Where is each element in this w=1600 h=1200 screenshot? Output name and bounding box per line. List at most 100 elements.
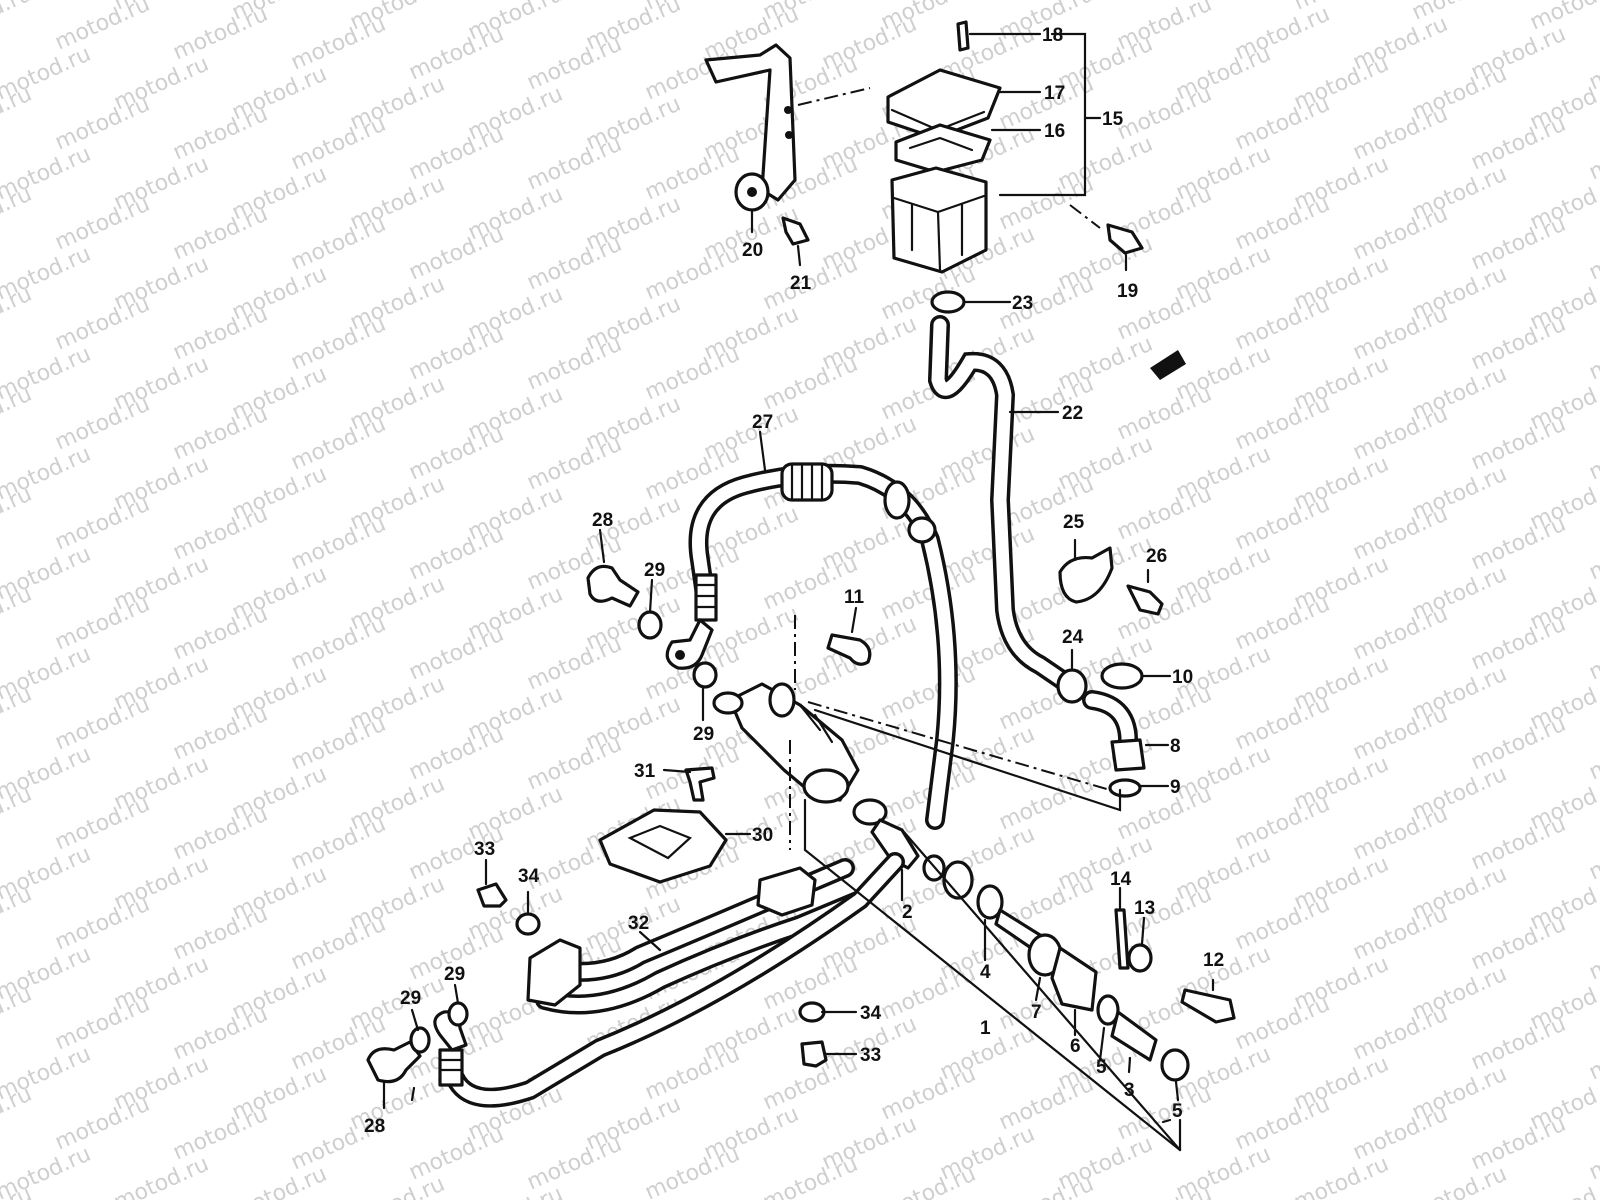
nut-34-a (515, 912, 541, 936)
callout-4: 4 (980, 962, 991, 983)
diaphragm-plate-16 (894, 123, 992, 174)
callout-34a: 34 (518, 866, 540, 887)
watermark-text: motod.ru (405, 1122, 507, 1186)
callout-14: 14 (1110, 869, 1132, 890)
watermark-text: motod.ru (641, 142, 743, 206)
watermark-text: motod.ru (287, 712, 389, 776)
watermark-text: motod.ru (1408, 1162, 1510, 1200)
cotter-pin-14 (1114, 908, 1130, 970)
watermark-text: motod.ru (51, 292, 153, 356)
watermark-text: motod.ru (1526, 1172, 1600, 1200)
watermark-text: motod.ru (405, 22, 507, 86)
watermark-text: motod.ru (1231, 292, 1333, 356)
banjo-fitting-upper (665, 618, 714, 670)
callout-8: 8 (1170, 736, 1181, 757)
watermark-text: motod.ru (287, 512, 389, 576)
watermark-text: motod.ru (1231, 1092, 1333, 1156)
reservoir-tank (890, 166, 988, 274)
callout-23: 23 (1012, 293, 1033, 314)
watermark-text: motod.ru (1113, 882, 1215, 946)
screw-19 (1106, 223, 1144, 255)
watermark-text: motod.ru (1585, 922, 1600, 986)
reservoir-bracket-20 (704, 43, 797, 212)
watermark-text: motod.ru (287, 812, 389, 876)
callout-28a: 28 (592, 510, 613, 531)
watermark-text: motod.ru (1231, 792, 1333, 856)
callout-18: 18 (1042, 25, 1063, 46)
watermark-text: motod.ru (1231, 92, 1333, 156)
watermark-text: motod.ru (995, 772, 1097, 836)
piston-3 (1110, 1010, 1158, 1062)
watermark-text: motod.ru (1231, 592, 1333, 656)
watermark-text: motod.ru (51, 792, 153, 856)
watermark-text: motod.ru (287, 912, 389, 976)
callout-29c: 29 (400, 988, 421, 1009)
elbow-fitting-8 (1082, 690, 1146, 772)
callout-33b: 33 (860, 1045, 881, 1066)
banjo-bolt-28-upper (586, 564, 640, 608)
watermark-text: motod.ru (523, 1132, 625, 1196)
callout-31: 31 (634, 761, 656, 782)
watermark-text: motod.ru (1467, 212, 1569, 276)
watermark-text: motod.ru (51, 0, 153, 55)
watermark-text: motod.ru (287, 12, 389, 76)
watermark-text: motod.ru (1467, 412, 1569, 476)
washer-29-c (409, 1026, 431, 1054)
watermark-text: motod.ru (1231, 992, 1333, 1056)
watermark-text: motod.ru (1585, 822, 1600, 886)
watermark-text: motod.ru (405, 122, 507, 186)
watermark-text: motod.ru (1349, 902, 1451, 966)
washer-29-a (637, 610, 663, 640)
callout-34b: 34 (860, 1003, 882, 1024)
watermark-text: motod.ru (51, 192, 153, 256)
callout-15: 15 (1102, 109, 1124, 130)
watermark-text: motod.ru (759, 1152, 861, 1200)
watermark-text: motod.ru (110, 1152, 212, 1200)
watermark-text: motod.ru (405, 622, 507, 686)
callout-16: 16 (1044, 121, 1065, 142)
watermark-text: motod.ru (287, 312, 389, 376)
watermark-text: motod.ru (51, 492, 153, 556)
callout-22: 22 (1062, 403, 1083, 424)
watermark-text: motod.ru (995, 1172, 1097, 1200)
nut-5-b (1160, 1048, 1190, 1082)
watermark-text: motod.ru (51, 692, 153, 756)
watermark-text: motod.ru (51, 892, 153, 956)
callout-13: 13 (1134, 898, 1155, 919)
watermark-text: motod.ru (1349, 302, 1451, 366)
watermark-text: motod.ru (523, 232, 625, 296)
watermark-text: motod.ru (1467, 1112, 1569, 1176)
watermark-text: motod.ru (169, 402, 271, 466)
watermark-text: motod.ru (1231, 192, 1333, 256)
callout-1: 1 (980, 1018, 991, 1039)
watermark-text: motod.ru (169, 302, 271, 366)
callout-5b: 5 (1172, 1101, 1183, 1122)
watermark-text: motod.ru (1467, 812, 1569, 876)
nut-34-b (798, 1001, 826, 1023)
watermark-text: motod.ru (405, 722, 507, 786)
watermark-text: motod.ru (51, 1092, 153, 1156)
watermark-text: motod.ru (641, 1042, 743, 1106)
watermark-text: motod.ru (759, 352, 861, 416)
watermark-text: motod.ru (1585, 322, 1600, 386)
brake-pipe-32 (526, 858, 870, 1015)
clamp-23 (930, 290, 966, 314)
watermark-text: motod.ru (1585, 1022, 1600, 1086)
watermark-text: motod.ru (169, 202, 271, 266)
watermark-text: motod.ru (523, 632, 625, 696)
watermark-text: motod.ru (287, 412, 389, 476)
callout-29b: 29 (693, 724, 714, 745)
watermark-text: motod.ru (1467, 312, 1569, 376)
watermark-text: motod.ru (1113, 482, 1215, 546)
screw-26 (1126, 584, 1164, 616)
callout-20: 20 (742, 240, 763, 261)
watermark-text: motod.ru (169, 902, 271, 966)
watermark-text: motod.ru (405, 322, 507, 386)
bolt-21 (781, 216, 810, 246)
watermark-text: motod.ru (1467, 912, 1569, 976)
callout-12: 12 (1203, 950, 1224, 971)
watermark-text: motod.ru (287, 112, 389, 176)
watermark-text: motod.ru (1290, 1152, 1392, 1200)
watermark-text: motod.ru (1467, 512, 1569, 576)
